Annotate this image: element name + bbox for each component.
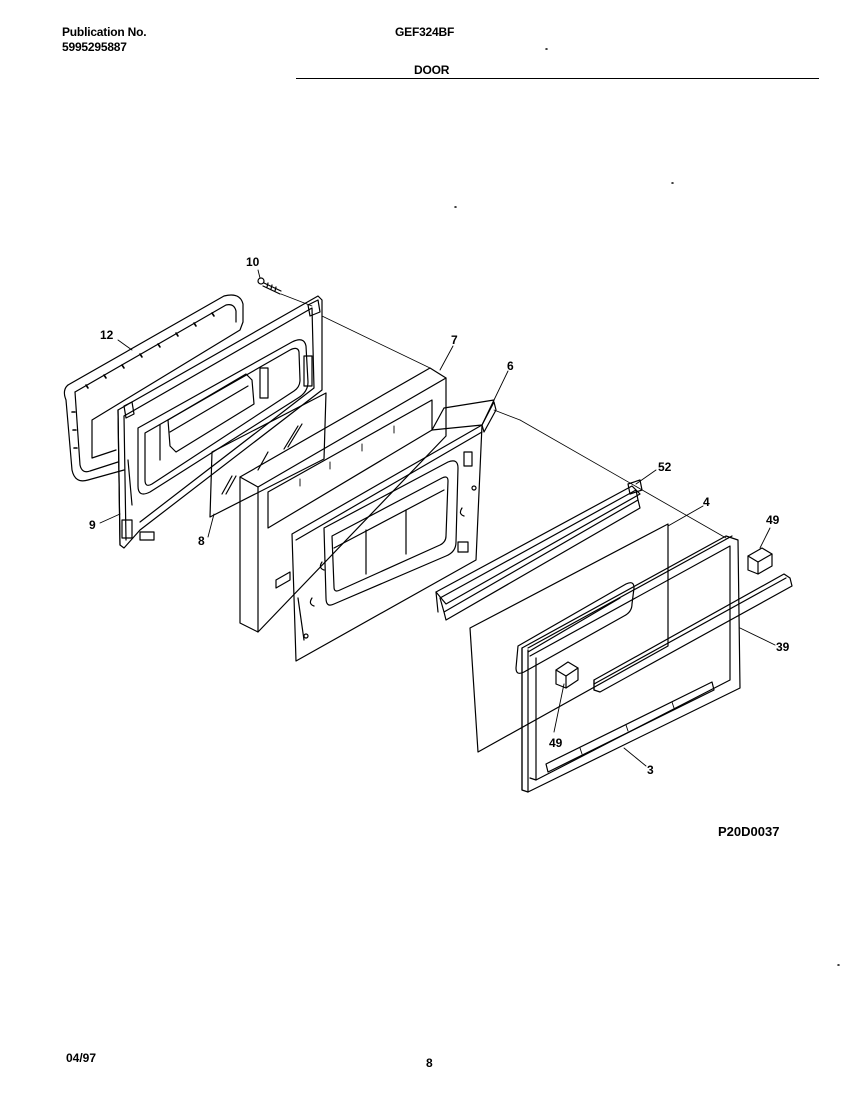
part-6-inner-liner [291, 399, 497, 662]
model-number: GEF324BF [395, 25, 455, 39]
part-8-inner-glass [209, 392, 327, 518]
publication-number: 5995295887 [62, 40, 127, 54]
gasket-clips [71, 312, 215, 449]
diagram-code: P20D0037 [718, 824, 780, 839]
callout-7: 7 [451, 333, 458, 347]
part-3-outer-door-frame [521, 535, 741, 793]
leader-lines [99, 269, 776, 767]
callout-8: 8 [198, 534, 205, 548]
publication-label: Publication No. [62, 25, 147, 39]
callout-52: 52 [658, 460, 672, 474]
part-9-inner-door-panel [117, 295, 323, 549]
callout-10: 10 [246, 255, 260, 269]
page-number: 8 [426, 1056, 433, 1070]
callout-49-bottom: 49 [549, 736, 563, 750]
section-title: DOOR [414, 63, 450, 77]
callout-49-top: 49 [766, 513, 780, 527]
part-49-handle-end-caps [555, 547, 773, 689]
callout-6: 6 [507, 359, 514, 373]
alignment-lines [280, 293, 727, 539]
part-7-insulation [239, 367, 447, 633]
callout-12: 12 [100, 328, 114, 342]
part-10-screw [257, 277, 282, 295]
scan-specks [454, 48, 840, 966]
part-4-outer-glass [469, 523, 669, 753]
header-rule [296, 78, 819, 79]
part-39-door-handle [593, 573, 793, 693]
callout-3: 3 [647, 763, 654, 777]
callout-4: 4 [703, 495, 710, 509]
callout-39: 39 [776, 640, 790, 654]
footer-date: 04/97 [66, 1051, 97, 1065]
part-12-door-gasket [63, 294, 244, 482]
callout-9: 9 [89, 518, 96, 532]
